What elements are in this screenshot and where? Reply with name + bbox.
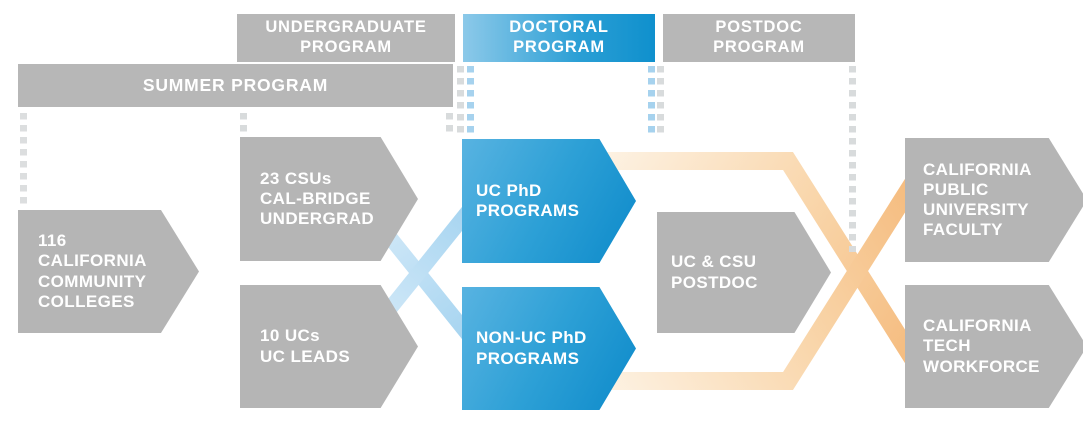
header-undergraduate-label: UNDERGRADUATE PROGRAM (265, 18, 427, 56)
node-uc-phd-programs: UC PhD PROGRAMS (462, 139, 636, 263)
node-university-faculty-label: CALIFORNIA PUBLIC UNIVERSITY FACULTY (923, 159, 1032, 240)
flow-ucphd-to-techworkforce (592, 152, 921, 364)
header-postdoc-program: POSTDOC PROGRAM (663, 14, 855, 62)
node-uc-csu-postdoc: UC & CSU POSTDOC (657, 212, 831, 333)
node-uc-leads: 10 UCs UC LEADS (240, 285, 418, 408)
header-doctoral-label: DOCTORAL PROGRAM (509, 18, 609, 56)
flow-nonucphd-to-faculty (592, 178, 921, 390)
node-tech-workforce-label: CALIFORNIA TECH WORKFORCE (923, 316, 1040, 376)
node-tech-workforce: CALIFORNIA TECH WORKFORCE (905, 285, 1083, 408)
node-university-faculty: CALIFORNIA PUBLIC UNIVERSITY FACULTY (905, 138, 1083, 262)
node-uc-phd-label: UC PhD PROGRAMS (476, 180, 580, 220)
node-community-colleges-label: 116 CALIFORNIA COMMUNITY COLLEGES (38, 231, 147, 311)
header-doctoral-program: DOCTORAL PROGRAM (463, 14, 655, 62)
node-csu-calbridge: 23 CSUs CAL-BRIDGE UNDERGRAD (240, 137, 418, 261)
header-summer-program: SUMMER PROGRAM (18, 64, 453, 107)
node-csu-calbridge-label: 23 CSUs CAL-BRIDGE UNDERGRAD (260, 168, 375, 229)
node-non-uc-phd-label: NON-UC PhD PROGRAMS (476, 328, 587, 368)
header-undergraduate-program: UNDERGRADUATE PROGRAM (237, 14, 455, 62)
node-uc-leads-label: 10 UCs UC LEADS (260, 326, 351, 366)
header-postdoc-label: POSTDOC PROGRAM (713, 18, 805, 56)
node-uc-csu-postdoc-label: UC & CSU POSTDOC (671, 252, 758, 292)
header-summer-label: SUMMER PROGRAM (142, 75, 329, 95)
node-community-colleges: 116 CALIFORNIA COMMUNITY COLLEGES (18, 210, 199, 333)
node-non-uc-phd-programs: NON-UC PhD PROGRAMS (462, 287, 636, 410)
